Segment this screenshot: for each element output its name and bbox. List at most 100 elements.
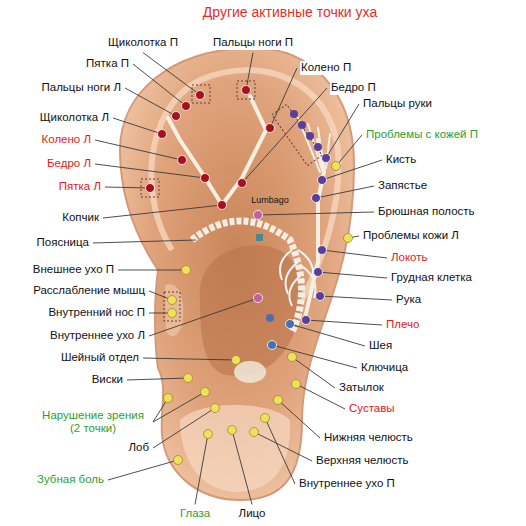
point-label: Проблемы кожи Л [362, 229, 460, 242]
ear-point [268, 341, 277, 350]
point-label: Верхняя челюсть [315, 454, 409, 467]
ear-point [322, 154, 331, 163]
dashed-frame [237, 81, 255, 99]
point-label: Внутреннее ухо П [298, 477, 396, 490]
ear-point [254, 294, 263, 303]
point-label: Шейный отдел [60, 351, 140, 364]
ear-point [204, 430, 213, 439]
ear-point [174, 456, 183, 465]
leg-bone [222, 96, 266, 205]
ear-point [228, 426, 237, 435]
ear-point [218, 201, 227, 210]
leader-line [270, 68, 297, 128]
ear-point [238, 179, 247, 188]
leader-line [246, 53, 253, 90]
point-label: Плечо [385, 318, 420, 331]
point-label: Внутренний нос П [47, 306, 146, 319]
point-label: Проблемы с кожей П [365, 128, 479, 141]
leader-line [103, 205, 222, 218]
point-label: Шея [368, 339, 393, 352]
rib [286, 262, 298, 294]
ear-point [168, 296, 177, 305]
ear-point [318, 246, 327, 255]
point-label: Суставы [348, 402, 396, 415]
point-label: Виски [91, 373, 124, 386]
leader-line [242, 88, 327, 183]
leader-line [326, 104, 359, 158]
spine-point [266, 314, 274, 322]
point-label: Грудная клетка [390, 271, 473, 284]
point-label: Колено П [300, 61, 352, 74]
chart-title: Другие активные точки уха [203, 4, 377, 20]
ear-point [178, 156, 187, 165]
ear-point [312, 194, 321, 203]
point-label: Зубная боль [36, 473, 105, 486]
point-label: Глаза [179, 507, 211, 520]
leader-line [278, 400, 320, 438]
finger-point [298, 121, 306, 129]
ear-point [242, 86, 251, 95]
point-label: Расслабление мышц [32, 284, 146, 297]
point-label: Затылок [338, 381, 385, 394]
leader-line [105, 187, 150, 188]
leader-line [320, 296, 392, 300]
dashed-frame [192, 85, 210, 103]
point-label: Lumbago [250, 195, 290, 205]
leader-line [232, 430, 252, 504]
leader-line [95, 140, 182, 160]
leader-line [149, 298, 258, 336]
point-label: Пальцы ноги П [212, 36, 294, 49]
spine-point [256, 234, 263, 241]
ear-point [182, 102, 191, 111]
point-label: Пятка Л [58, 180, 102, 193]
ear-point [250, 428, 259, 437]
leader-line [306, 320, 382, 325]
ear-point [168, 309, 177, 318]
point-label: Щиколотка Л [39, 111, 110, 124]
leader-line [127, 378, 188, 380]
point-label: Запястье [377, 179, 428, 192]
point-label: Брюшная полость [377, 205, 476, 218]
ear-point [201, 388, 210, 397]
leader-line [272, 345, 357, 368]
finger-point [314, 143, 322, 151]
point-label: Лоб [127, 441, 150, 454]
point-label: Пальцы руки [362, 97, 433, 110]
ear-point [254, 211, 263, 220]
leader-line [316, 186, 374, 198]
point-label: Нижняя челюсть [323, 431, 414, 444]
ear-point [196, 91, 205, 100]
leader-line [258, 212, 374, 215]
ear-point [158, 130, 167, 139]
skull [234, 361, 266, 383]
leader-line [93, 240, 196, 243]
ear-point [302, 316, 311, 325]
point-label: Колено Л [41, 133, 92, 146]
finger-point [290, 110, 298, 118]
tragus [165, 284, 183, 336]
point-label: Поясница [36, 236, 90, 249]
point-label: Пятка П [85, 57, 130, 70]
ear-point [172, 112, 181, 121]
leader-line [322, 250, 387, 258]
leader-line [133, 64, 186, 106]
earlobe-shade [180, 405, 290, 492]
point-label: Бедро Л [46, 157, 92, 170]
concha [200, 245, 302, 375]
ear-point [201, 174, 210, 183]
ear-outline [120, 48, 354, 500]
point-label: Рука [395, 293, 422, 306]
point-label: Внешнее ухо П [32, 263, 115, 276]
ear-point [261, 414, 270, 423]
ear-point [274, 396, 283, 405]
point-label: Бедро П [330, 81, 377, 94]
leader-line [153, 408, 215, 448]
leader-line [290, 324, 365, 346]
leader-line [143, 53, 200, 95]
leader-line [108, 460, 178, 480]
hand-bone [298, 118, 330, 172]
point-label: Ключица [360, 361, 409, 374]
rib [298, 250, 313, 284]
leader-line [95, 164, 205, 178]
